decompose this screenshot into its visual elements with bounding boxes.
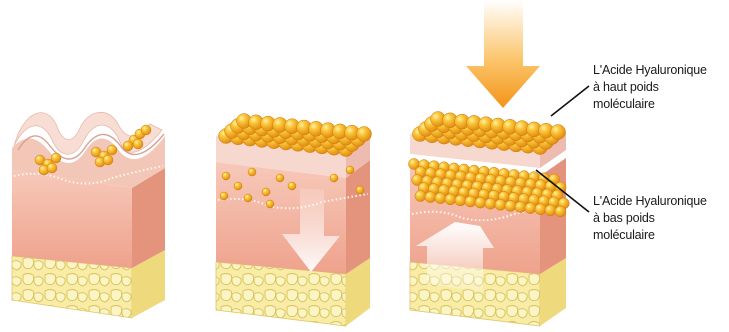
label-high-line-2: à haut poids bbox=[593, 79, 707, 96]
hyaluronic-sphere bbox=[495, 199, 506, 210]
label-high-line-1: L'Acide Hyaluronique bbox=[593, 62, 707, 79]
label-high-molecular-weight: L'Acide Hyaluronique à haut poids molécu… bbox=[593, 62, 707, 113]
hyaluronic-sphere bbox=[555, 206, 566, 217]
hyaluronic-sphere bbox=[51, 153, 61, 163]
hyaluronic-sphere bbox=[103, 155, 113, 165]
hyaluronic-sphere bbox=[435, 193, 446, 204]
label-high-line-3: moléculaire bbox=[593, 96, 707, 113]
hyaluronic-sphere bbox=[220, 192, 228, 200]
hyaluronic-sphere bbox=[445, 194, 456, 205]
hyaluronic-sphere bbox=[515, 202, 526, 213]
hyaluronic-sphere bbox=[525, 203, 536, 214]
panel-penetration bbox=[216, 114, 372, 327]
panel-filling bbox=[409, 112, 570, 327]
hyaluronic-sphere bbox=[357, 127, 372, 142]
hyaluronic-sphere bbox=[133, 139, 143, 149]
hyaluronic-sphere bbox=[266, 200, 274, 208]
label-low-line-3: moléculaire bbox=[593, 227, 707, 244]
hyaluronic-sphere bbox=[276, 174, 284, 182]
label-low-molecular-weight: L'Acide Hyaluronique à bas poids molécul… bbox=[593, 193, 707, 244]
hyaluronic-sphere bbox=[248, 168, 256, 176]
hyaluronic-sphere bbox=[123, 141, 133, 151]
hyaluronic-sphere bbox=[356, 186, 364, 194]
hyaluronic-sphere bbox=[47, 163, 57, 173]
hyaluronic-sphere bbox=[288, 182, 296, 190]
leader-line-high bbox=[551, 86, 589, 116]
hyaluronic-sphere bbox=[415, 191, 426, 202]
hyaluronic-sphere bbox=[455, 195, 466, 206]
hyaluronic-sphere bbox=[244, 194, 252, 202]
hyaluronic-sphere bbox=[475, 197, 486, 208]
label-low-line-2: à bas poids bbox=[593, 210, 707, 227]
penetration-arrow bbox=[466, 0, 540, 108]
hyaluronic-sphere bbox=[234, 182, 242, 190]
hyaluronic-sphere bbox=[485, 198, 496, 209]
label-low-line-1: L'Acide Hyaluronique bbox=[593, 193, 707, 210]
hyaluronic-sphere bbox=[141, 125, 151, 135]
hyaluronic-sphere bbox=[346, 166, 354, 174]
hyaluronic-sphere bbox=[535, 204, 546, 215]
hyaluronic-sphere bbox=[465, 196, 476, 207]
hyaluronic-sphere bbox=[545, 205, 556, 216]
hyaluronic-sphere bbox=[551, 125, 566, 140]
panel-wrinkled-skin bbox=[12, 112, 165, 318]
hyaluronic-sphere bbox=[425, 192, 436, 203]
hyaluronic-sphere bbox=[505, 200, 516, 211]
hyaluronic-sphere bbox=[107, 145, 117, 155]
hyaluronic-sphere bbox=[262, 188, 270, 196]
hyaluronic-sphere bbox=[330, 174, 338, 182]
hyaluronic-sphere bbox=[222, 172, 230, 180]
